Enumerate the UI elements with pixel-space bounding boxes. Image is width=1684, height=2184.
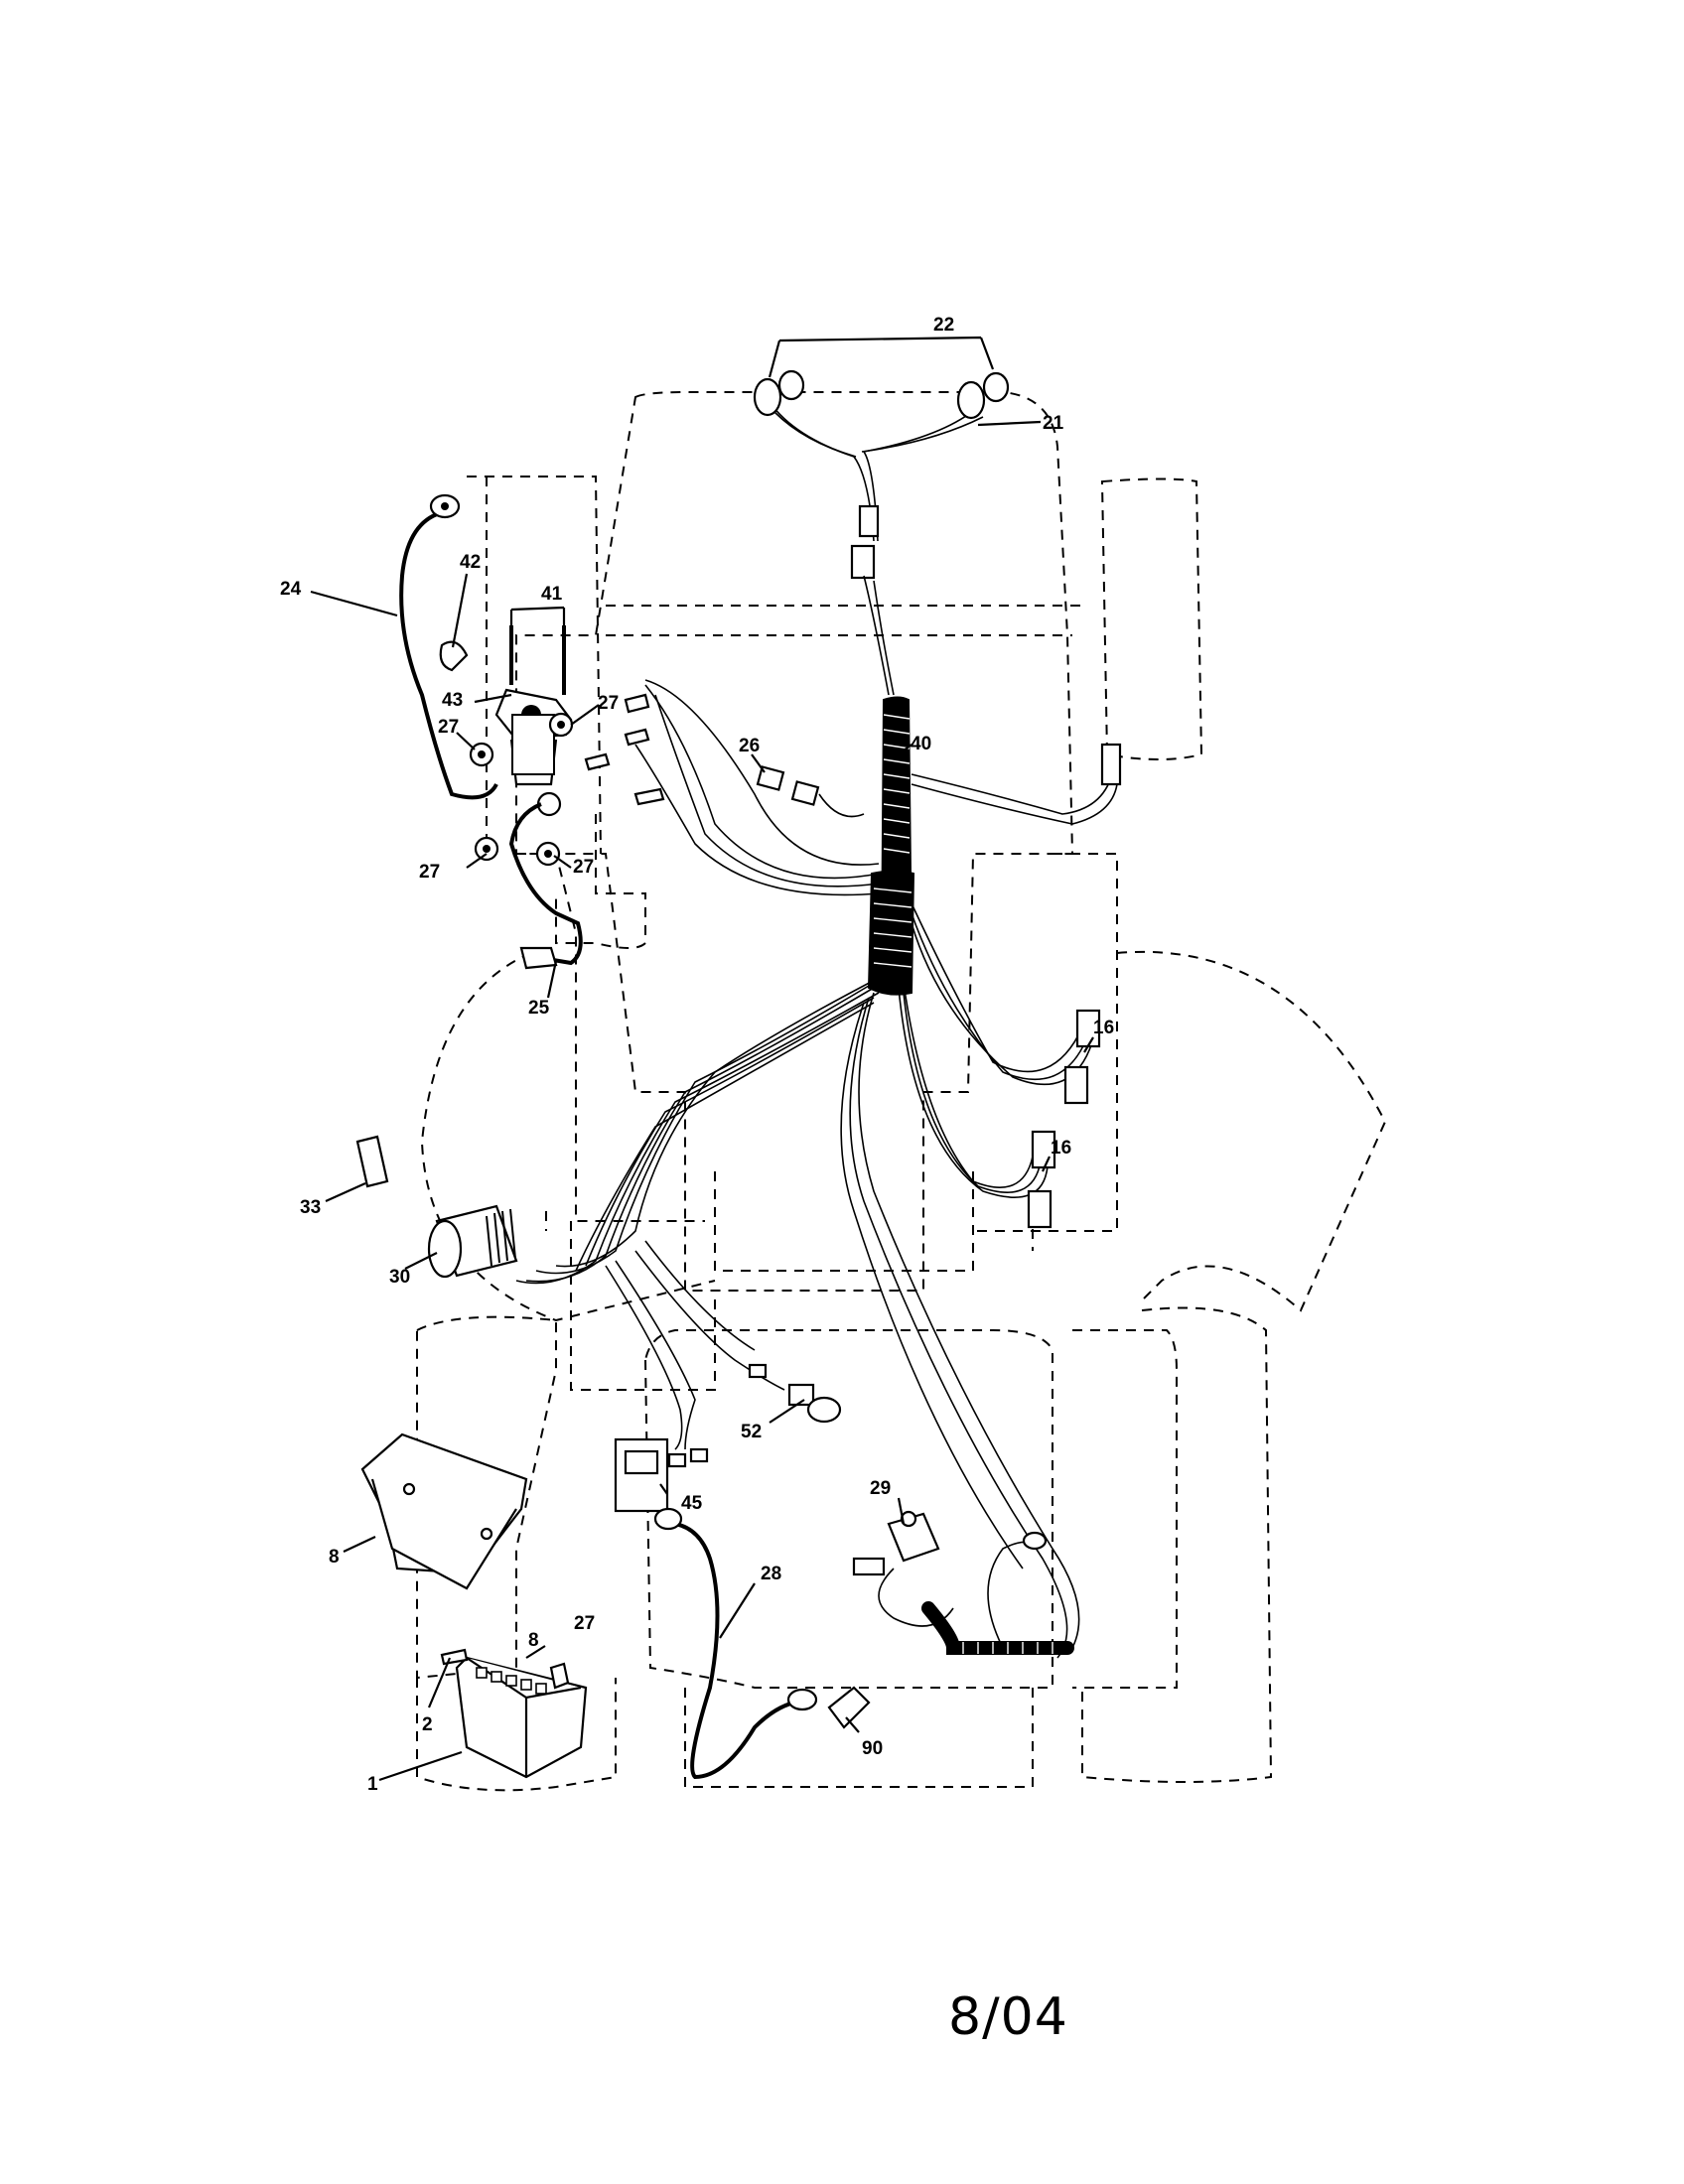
callout-27-right-solenoid: 27: [598, 693, 619, 714]
callout-90: 90: [862, 1738, 883, 1759]
callout-27-lower-right: 27: [573, 857, 594, 878]
battery-cable-24: [399, 512, 498, 800]
callout-43: 43: [442, 690, 463, 711]
harness-sleeve: [867, 696, 915, 996]
callout-2: 2: [422, 1714, 433, 1735]
callout-21: 21: [1043, 413, 1064, 434]
callout-labels: 22 21 24 42 41 43 27 27 27 27 26 40 25 1…: [280, 315, 1114, 1795]
ignition-key-33: [355, 1135, 389, 1188]
ignition-switch-30: [427, 1204, 518, 1279]
callout-28: 28: [761, 1564, 781, 1584]
revision-date: 8/04: [948, 1987, 1068, 2047]
callout-16-upper: 16: [1093, 1018, 1114, 1038]
callout-8-tray: 8: [329, 1547, 340, 1568]
callout-8-battery: 8: [528, 1630, 539, 1651]
callout-1: 1: [367, 1774, 378, 1795]
callout-29: 29: [870, 1478, 891, 1499]
seat-switch-52: [748, 1363, 842, 1424]
tractor-outline: [416, 391, 1387, 1792]
callout-30: 30: [389, 1267, 410, 1288]
callout-33: 33: [300, 1197, 321, 1218]
battery-cable-28: [674, 1522, 795, 1780]
pto-coil-cord: [921, 1531, 1074, 1655]
callout-25: 25: [528, 998, 550, 1019]
callout-42: 42: [460, 552, 481, 573]
headlight-harness: [753, 369, 1010, 580]
connector-16-parts: [1027, 1065, 1089, 1229]
battery-tray-8: [360, 1433, 528, 1590]
main-harness: [515, 575, 1122, 1659]
callout-27-left-solenoid: 27: [438, 717, 459, 738]
leader-lines: [310, 336, 1094, 1782]
callout-24: 24: [280, 579, 302, 600]
pto-switch-29: [852, 1510, 954, 1627]
callout-40: 40: [911, 734, 931, 754]
callout-27-battery: 27: [574, 1613, 595, 1634]
callout-27-lower-left: 27: [419, 862, 440, 883]
callout-16-lower: 16: [1051, 1138, 1071, 1159]
headlight-connector: [858, 504, 880, 538]
callout-45: 45: [681, 1493, 703, 1514]
battery-1: [440, 1648, 588, 1779]
hour-meter-45: [614, 1437, 709, 1513]
solenoid-assembly: [439, 625, 665, 867]
callout-22: 22: [933, 315, 954, 336]
terminal-boot-90: [827, 1686, 871, 1729]
callout-52: 52: [741, 1422, 762, 1442]
callout-26: 26: [739, 736, 760, 756]
callout-41: 41: [541, 584, 563, 605]
ground-cable-25: [508, 802, 583, 966]
